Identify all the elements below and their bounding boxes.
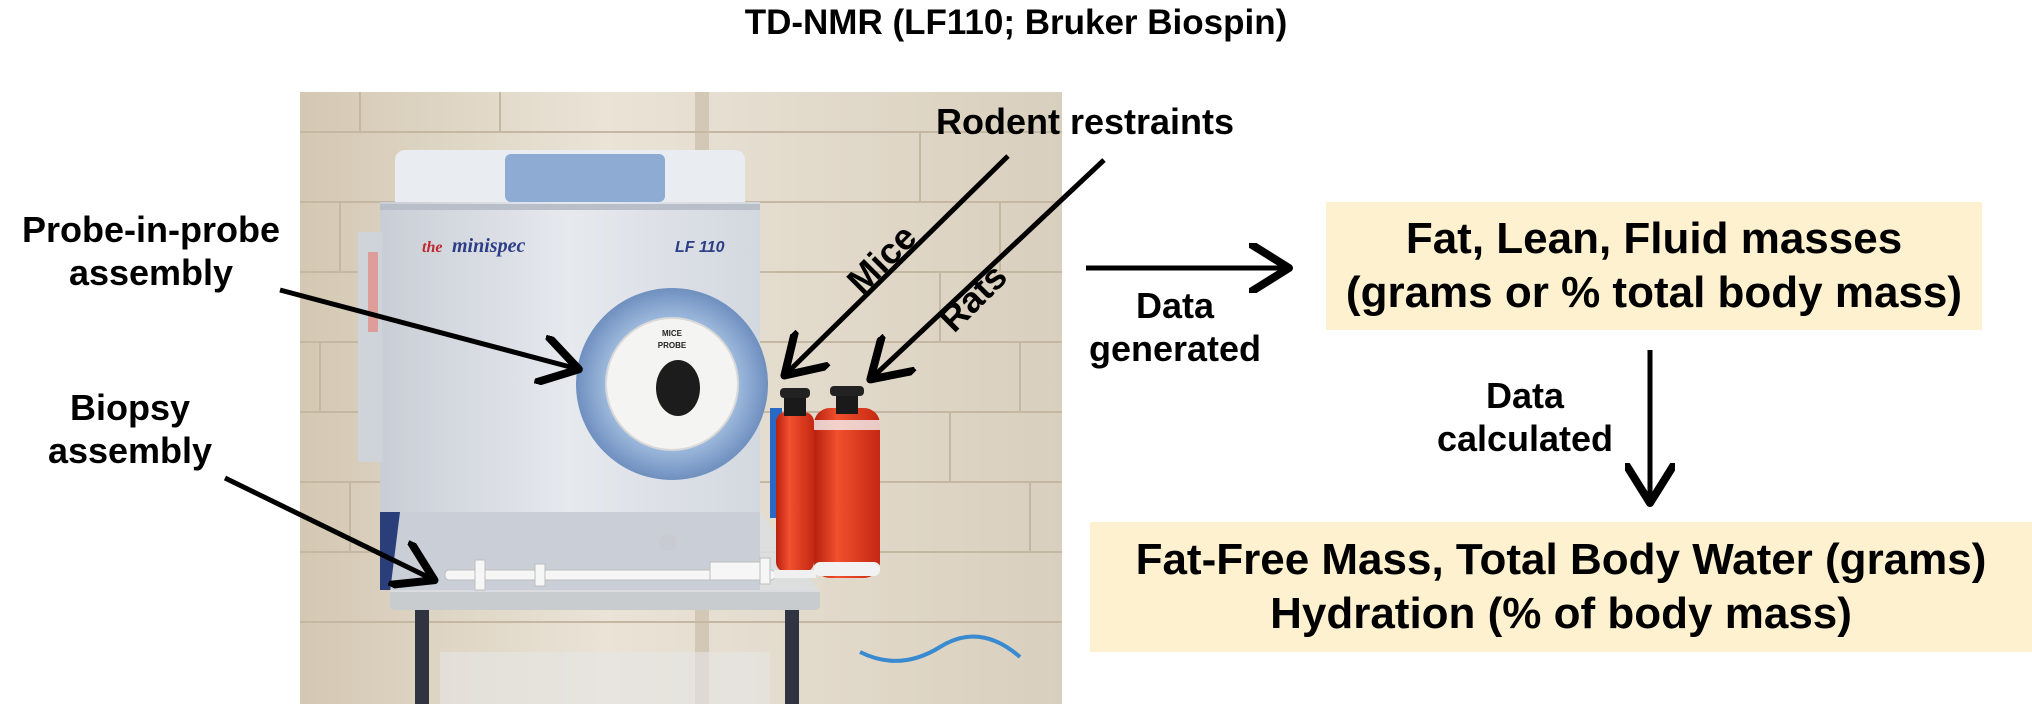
- figure-title: TD-NMR (LF110; Bruker Biospin): [744, 3, 1288, 42]
- data-calculated-line1: Data: [1485, 375, 1565, 416]
- brand-prefix: the: [422, 239, 442, 256]
- probe-bore: [656, 360, 700, 416]
- calculated-values-line2: Hydration (% of body mass): [1270, 589, 1852, 638]
- calculated-values-box: Fat-Free Mass, Total Body Water (grams) …: [1090, 522, 2032, 652]
- instrument-illustration: the minispec LF 110 MICE PROBE: [300, 92, 1062, 704]
- data-generated-line2: generated: [1088, 328, 1262, 370]
- model-label: LF 110: [675, 239, 725, 256]
- measured-masses-line1: Fat, Lean, Fluid masses: [1405, 214, 1903, 264]
- biopsy-label-line1: Biopsy: [69, 387, 191, 428]
- biopsy-label-line2: assembly: [47, 430, 213, 472]
- instrument-photo: the minispec LF 110 MICE PROBE: [300, 92, 1062, 704]
- biopsy-assembly-object: [444, 557, 776, 591]
- data-generated-line1: Data: [1135, 285, 1215, 326]
- data-generated-label: Data generated: [1070, 284, 1280, 370]
- table-top: [390, 590, 820, 610]
- arrow-biopsy: [223, 475, 430, 578]
- data-calculated-line2: calculated: [1436, 418, 1614, 460]
- rat-restraint: [814, 386, 880, 578]
- mouse-restraint: [770, 388, 816, 578]
- arrow-mice: [788, 154, 1010, 372]
- measured-masses-line2: (grams or % total body mass): [1345, 268, 1963, 317]
- rodent-restraints-label: Rodent restraints: [936, 101, 1235, 142]
- probe-in-probe-label: Probe-in-probe assembly: [0, 208, 302, 294]
- probe-label-line2: assembly: [68, 252, 234, 294]
- probe-label-line1: Probe-in-probe: [22, 209, 280, 250]
- data-calculated-label: Data calculated: [1420, 374, 1630, 460]
- biopsy-assembly-label: Biopsy assembly: [20, 386, 240, 472]
- arrow-rats: [874, 158, 1106, 376]
- measured-masses-box: Fat, Lean, Fluid masses (grams or % tota…: [1326, 202, 1982, 330]
- calculated-values-line1: Fat-Free Mass, Total Body Water (grams): [1135, 535, 1987, 585]
- arrow-probe: [279, 287, 574, 368]
- brand-name: minispec: [452, 235, 525, 257]
- lid-panel: [505, 154, 665, 202]
- probe-label-1: MICE: [662, 329, 683, 338]
- probe-label-2: PROBE: [658, 341, 687, 350]
